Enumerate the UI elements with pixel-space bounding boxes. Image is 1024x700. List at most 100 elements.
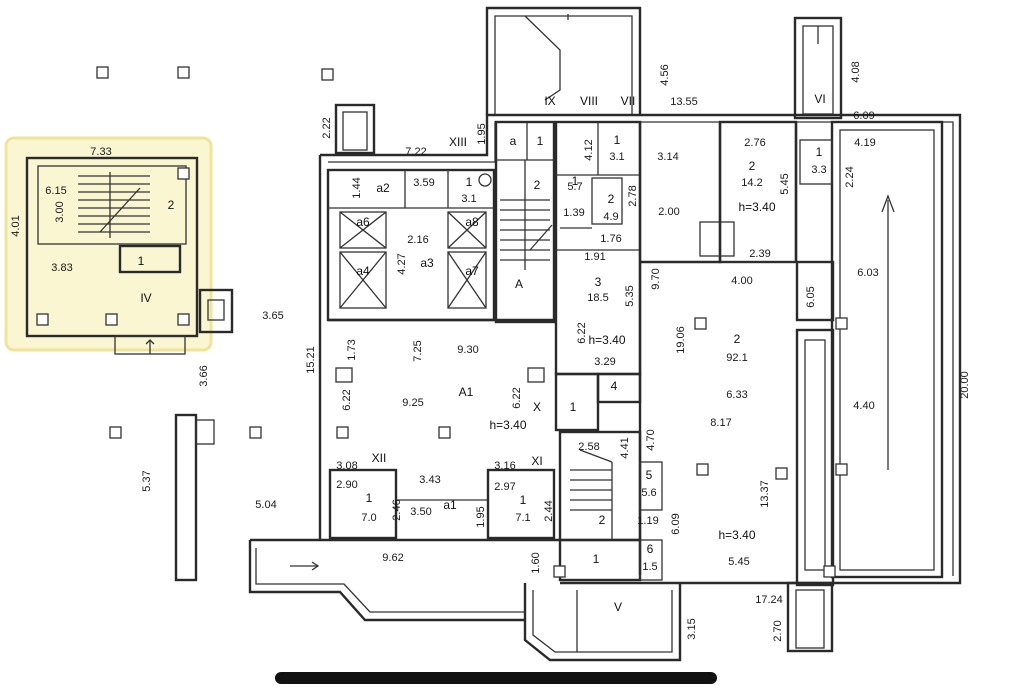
plan-label: a2: [376, 181, 390, 195]
stair-treads: [78, 172, 150, 238]
plan-label: 1.5: [642, 561, 657, 573]
plan-label: 1.44: [351, 177, 363, 198]
plan-label: A: [515, 277, 523, 291]
plan-label: 3: [595, 275, 602, 289]
building-walls: [248, 6, 962, 662]
plan-label: 3.08: [336, 460, 357, 472]
plan-label: 9.25: [402, 397, 423, 409]
plan-label: 1.60: [530, 552, 542, 573]
plan-label: X: [533, 400, 541, 414]
plan-label: 6.09: [853, 110, 874, 122]
plan-label: 1.91: [584, 251, 605, 263]
plan-label: 2.70: [772, 620, 784, 641]
plan-label: 8.17: [710, 417, 731, 429]
plan-label: 5.35: [624, 285, 636, 306]
plan-label: 9.30: [457, 344, 478, 356]
plan-label: a4: [356, 264, 370, 278]
plan-label: XI: [531, 454, 542, 468]
plan-label: V: [614, 600, 622, 614]
plan-label: 2.90: [336, 479, 357, 491]
plan-label: 3.65: [262, 310, 283, 322]
plan-label: 6.15: [45, 185, 66, 197]
plan-label: 4.08: [850, 61, 862, 82]
plan-label: h=3.40: [588, 333, 625, 347]
plan-label: 9.70: [650, 268, 662, 289]
plan-label: VIII: [580, 94, 598, 108]
plan-label: 18.5: [587, 292, 608, 304]
plan-label: 3.43: [419, 474, 440, 486]
plan-label: 1: [593, 552, 600, 566]
plan-label: 7.1: [515, 512, 530, 524]
plan-label: 4.00: [731, 275, 752, 287]
plan-label: 2.24: [844, 166, 856, 187]
plan-label: 4.41: [619, 437, 631, 458]
plan-label: VI: [814, 92, 825, 106]
plan-label: 2.44: [543, 500, 555, 521]
plan-label: 4: [611, 379, 618, 393]
plan-label: 2: [168, 198, 175, 212]
plan-label: A1: [459, 385, 474, 399]
plan-label: 3.3: [811, 164, 826, 176]
plan-label: 2: [608, 192, 615, 206]
plan-label: 1.39: [563, 207, 584, 219]
plan-label: 7.22: [405, 146, 426, 158]
highlighted-staircase-block: [4, 136, 213, 355]
plan-label: 1.73: [346, 339, 358, 360]
plan-label: 3.59: [413, 177, 434, 189]
plan-label: 3.66: [198, 365, 210, 386]
plan-label: a3: [420, 256, 434, 270]
plan-label: 2.22: [321, 117, 333, 138]
plan-label: 13.37: [759, 480, 771, 508]
plan-label: 4.40: [853, 400, 874, 412]
plan-label: 2.97: [494, 481, 515, 493]
plan-label: h=3.40: [718, 528, 755, 542]
plan-label: 2: [534, 178, 541, 192]
plan-label: h=3.40: [489, 418, 526, 432]
plan-label: 6.22: [511, 387, 523, 408]
plan-label: 2.16: [407, 234, 428, 246]
plan-label: 1.95: [476, 123, 488, 144]
plan-label: 6.33: [726, 389, 747, 401]
plan-label: 2.78: [627, 185, 639, 206]
plan-label: 1: [614, 133, 621, 147]
plan-label: 2.46: [391, 499, 403, 520]
plan-label: 20.00: [959, 371, 971, 399]
plan-label: 2: [749, 159, 756, 173]
plan-label: 5.04: [255, 499, 276, 511]
site-columns: [96, 66, 334, 582]
plan-label: XII: [372, 451, 387, 465]
plan-label: 3.83: [51, 262, 72, 274]
plan-label: 4.01: [10, 215, 22, 236]
plan-label: 6.22: [341, 389, 353, 410]
plan-label: 4.19: [854, 137, 875, 149]
plan-label: 4.9: [603, 211, 618, 223]
plan-label: 2.76: [744, 137, 765, 149]
plan-label: 1: [520, 493, 527, 507]
plan-label: 9.62: [382, 552, 403, 564]
plan-label: 3.1: [609, 151, 624, 163]
plan-label: a1: [443, 498, 457, 512]
plan-label: XIII: [449, 135, 467, 149]
plan-label: 14.2: [741, 177, 762, 189]
plan-label: 6.22: [576, 322, 588, 343]
plan-label: 4.12: [583, 139, 595, 160]
plan-label: 3.50: [410, 506, 431, 518]
plan-label: 4.70: [645, 429, 657, 450]
plan-label: 15.21: [305, 346, 317, 374]
plan-label: 5.37: [141, 470, 153, 491]
plan-label: 5.7: [567, 181, 582, 193]
plan-label: 6.03: [857, 267, 878, 279]
plan-label: 4.56: [659, 64, 671, 85]
plan-label: 3.14: [657, 151, 678, 163]
plan-label: IX: [544, 94, 555, 108]
plan-label: 92.1: [726, 352, 747, 364]
plan-label: 4.27: [396, 253, 408, 274]
plan-label: 2.00: [658, 206, 679, 218]
plan-label: 5.45: [728, 556, 749, 568]
plan-label: 3.16: [494, 460, 515, 472]
plan-label: 1: [366, 491, 373, 505]
plan-label: 3.00: [54, 201, 66, 222]
home-indicator-bar[interactable]: [275, 672, 717, 684]
